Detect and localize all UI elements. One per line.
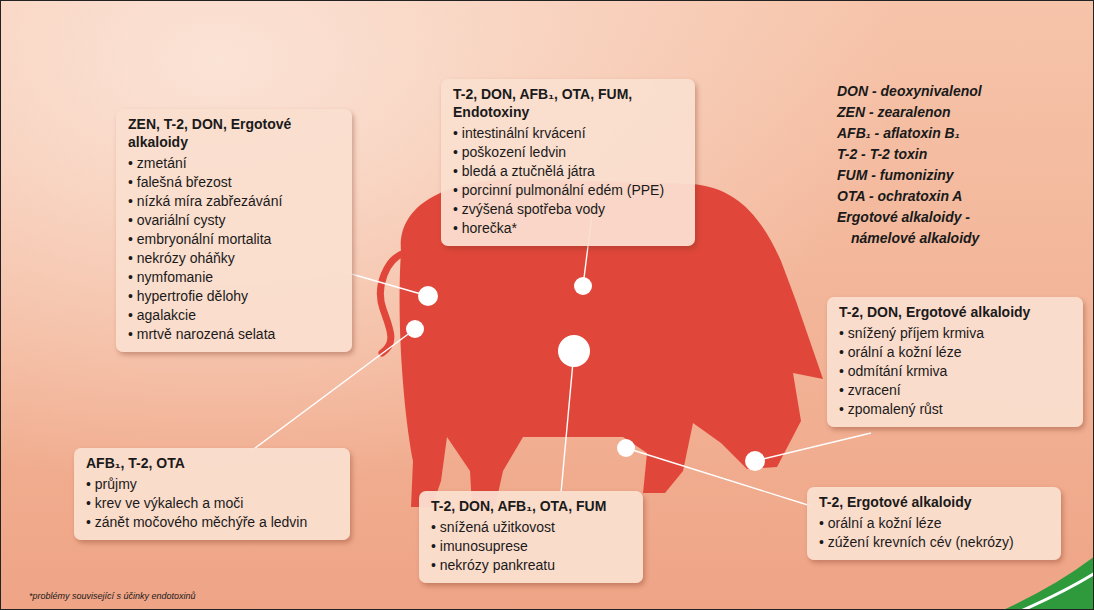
symptom-item: • zúžení krevních cév (nekrózy) xyxy=(819,533,1051,552)
symptom-item: • zvracení xyxy=(839,381,1073,400)
symptom-item: • horečka* xyxy=(453,219,685,238)
symptom-item: • falešná březost xyxy=(128,173,342,192)
callout-box: T-2, DON, Ergotové alkaloidy • snížený př… xyxy=(827,297,1083,427)
symptom-item: • zvýšená spotřeba vody xyxy=(453,200,685,219)
corner-line xyxy=(1021,573,1094,610)
toxin-heading: ZEN, T-2, DON, Ergotové alkaloidy xyxy=(128,115,342,151)
abbreviation-note: T-2 - T-2 toxin xyxy=(837,144,927,165)
symptom-item: • krev ve výkalech a moči xyxy=(86,494,340,513)
callout-box: T-2, DON, AFB₁, OTA, FUM • snížená užitko… xyxy=(419,491,643,583)
symptom-item: • orální a kožní léze xyxy=(819,514,1051,533)
callout-box: AFB₁, T-2, OTA • průjmy• krev ve výkalech… xyxy=(74,448,350,540)
symptom-item: • imunosuprese xyxy=(431,537,633,556)
symptom-item: • agalakcie xyxy=(128,306,342,325)
symptom-item: • nymfomanie xyxy=(128,268,342,287)
symptom-item: • ovariální cysty xyxy=(128,211,342,230)
toxin-heading: T-2, DON, Ergotové alkaloidy xyxy=(839,303,1073,321)
symptom-item: • snížená užitkovost xyxy=(431,518,633,537)
abbreviation-note: Ergotové alkaloidy - námelové alkaloidy xyxy=(837,207,1031,249)
symptom-item: • odmítání krmiva xyxy=(839,362,1073,381)
symptom-item: • snížený příjem krmiva xyxy=(839,324,1073,343)
symptom-item: • zánět močového měchýře a ledvin xyxy=(86,513,340,532)
symptom-item: • nekrózy oháňky xyxy=(128,249,342,268)
marker-dots xyxy=(406,277,765,471)
abbreviation-note: DON - deoxynivalenol xyxy=(837,81,982,102)
symptom-item: • zmetání xyxy=(128,154,342,173)
abbreviation-note: FUM - fumoniziny xyxy=(837,165,954,186)
symptom-item: • zpomalený růst xyxy=(839,400,1073,419)
callout-box: T-2, Ergotové alkaloidy • orální a kožní … xyxy=(807,487,1061,560)
symptom-item: • orální a kožní léze xyxy=(839,343,1073,362)
footnote: *problémy související s účinky endotoxin… xyxy=(29,591,196,601)
abbreviation-note: OTA - ochratoxin A xyxy=(837,186,962,207)
symptom-item: • nekrózy pankreatu xyxy=(431,556,633,575)
toxin-heading: T-2, DON, AFB₁, OTA, FUM, Endotoxiny xyxy=(453,85,685,121)
symptom-item: • průjmy xyxy=(86,475,340,494)
symptom-item: • porcinní pulmonální edém (PPE) xyxy=(453,181,685,200)
symptom-item: • hypertrofie dělohy xyxy=(128,287,342,306)
callout-box: T-2, DON, AFB₁, OTA, FUM, Endotoxiny • in… xyxy=(441,79,695,246)
symptom-item: • embryonální mortalita xyxy=(128,230,342,249)
toxin-heading: T-2, Ergotové alkaloidy xyxy=(819,493,1051,511)
symptom-item: • nízká míra zabřezávání xyxy=(128,192,342,211)
abbreviation-note: AFB₁ - aflatoxin B₁ xyxy=(837,123,960,144)
toxin-heading: AFB₁, T-2, OTA xyxy=(86,454,340,472)
corner-swoosh xyxy=(1001,556,1094,610)
abbreviation-note: ZEN - zearalenon xyxy=(837,102,951,123)
symptom-item: • poškození ledvin xyxy=(453,143,685,162)
symptom-item: • intestinální krvácení xyxy=(453,124,685,143)
symptom-item: • mrtvě narozená selata xyxy=(128,325,342,344)
toxin-heading: T-2, DON, AFB₁, OTA, FUM xyxy=(431,497,633,515)
symptom-item: • bledá a ztučnělá játra xyxy=(453,162,685,181)
callout-box: ZEN, T-2, DON, Ergotové alkaloidy • zmetá… xyxy=(116,109,352,352)
